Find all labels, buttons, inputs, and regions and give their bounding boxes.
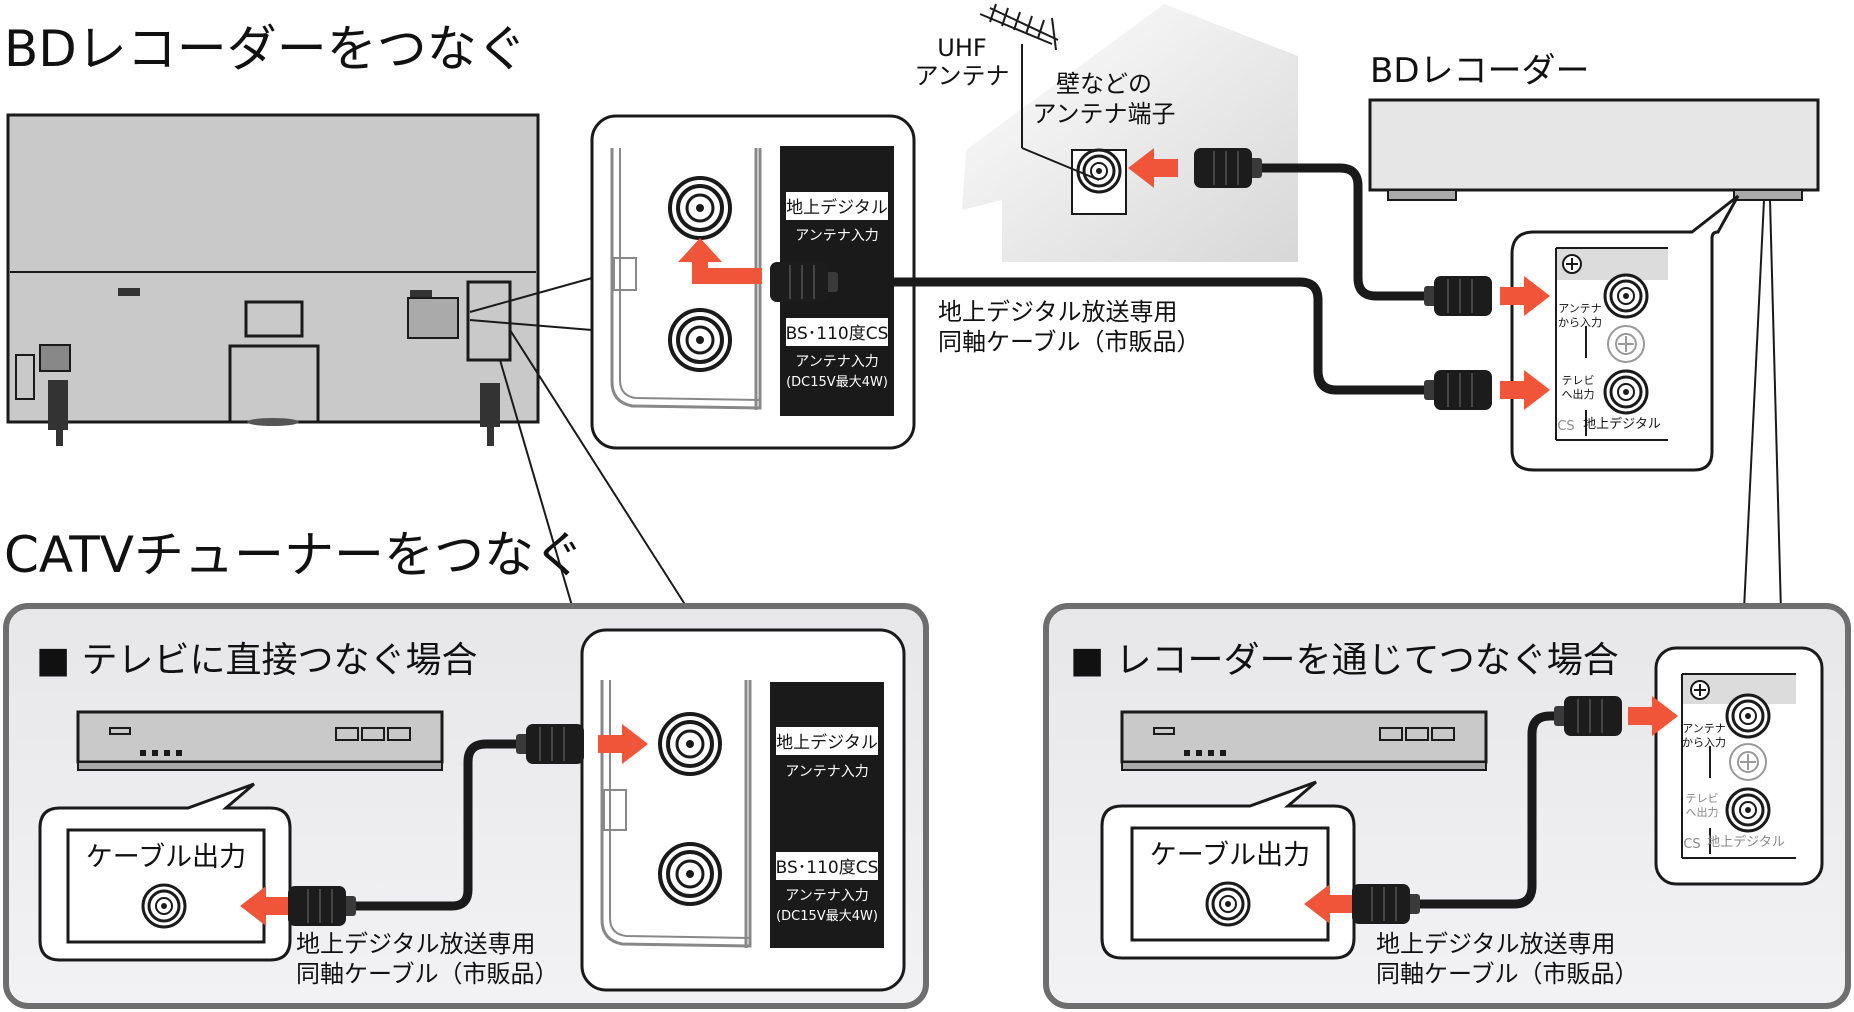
tv-terminal-terrestrial-sub: アンテナ入力: [795, 228, 878, 244]
uhf-label-line1: UHF: [937, 34, 986, 62]
recorder-terminal-zoom-top: アンテナ から入力 テレビ へ出力 CS 地上デジタル: [1510, 194, 1740, 472]
recorder-tv-out-2: へ出力: [1562, 387, 1595, 401]
recorder-terrestrial-label: 地上デジタル: [1583, 416, 1661, 432]
cable-label-left-1: 地上デジタル放送専用: [296, 930, 536, 958]
bd-recorder-label: BDレコーダー: [1370, 51, 1590, 91]
recorder-cs-label: CS: [1557, 419, 1574, 434]
house-wall: [962, 4, 1298, 262]
callout-lines-right: [1741, 199, 1783, 651]
coax-cables-top: [833, 163, 1431, 395]
coax-cable-right: [1411, 711, 1565, 909]
coax-cable-left: [347, 739, 527, 911]
recorder-b-antenna-in-1: アンテナ: [1682, 722, 1726, 735]
uhf-antenna-icon: [979, 3, 1100, 181]
tv-terminal-b-bs-sub2: (DC15V最大4W): [776, 909, 878, 924]
catv-direct-heading: ■ テレビに直接つなぐ場合: [36, 640, 477, 681]
wall-label-line2: アンテナ端子: [1032, 100, 1175, 128]
cable-out-label-left: ケーブル出力: [86, 842, 246, 873]
tv-terminal-b-terrestrial-sub: アンテナ入力: [785, 764, 868, 780]
recorder-b-antenna-in-2: から入力: [1682, 736, 1726, 749]
recorder-tv-out-1: テレビ: [1562, 374, 1595, 387]
uhf-label-line2: アンテナ: [914, 62, 1009, 90]
tv-terminal-zoom-bottom: 地上デジタル アンテナ入力 BS･110度CS アンテナ入力 (DC15V最大4…: [580, 628, 906, 992]
catv-tuner-right: [1120, 710, 1488, 771]
cable-label-top-1: 地上デジタル放送専用: [938, 298, 1178, 326]
tv-back: [6, 113, 540, 446]
cable-out-label-right: ケーブル出力: [1150, 840, 1310, 871]
catv-via-heading: ■ レコーダーを通じてつなぐ場合: [1070, 640, 1619, 681]
title-catv: CATVチューナーをつなぐ: [4, 526, 584, 584]
recorder-b-cs-label: CS: [1683, 837, 1700, 852]
wall-label-line1: 壁などの: [1056, 70, 1152, 98]
recorder-terminal-zoom-bottom: アンテナ から入力 テレビ へ出力 CS 地上デジタル: [1654, 646, 1824, 886]
tv-terminal-bs-sub2: (DC15V最大4W): [786, 375, 888, 390]
recorder-b-terrestrial-label: 地上デジタル: [1707, 834, 1785, 850]
catv-via-recorder-panel: ■ レコーダーを通じてつなぐ場合 ケーブル出力: [1043, 603, 1851, 1009]
catv-tuner-left: [76, 710, 444, 771]
recorder-b-tv-out-1: テレビ: [1686, 792, 1719, 805]
cable-label-right-2: 同軸ケーブル（市販品）: [1376, 960, 1639, 988]
title-bd: BDレコーダーをつなぐ: [4, 20, 527, 78]
tv-terminal-b-bs-sub: アンテナ入力: [785, 888, 868, 904]
tv-terminal-b-terrestrial-label: 地上デジタル: [776, 732, 878, 753]
cable-label-right-1: 地上デジタル放送専用: [1376, 930, 1616, 958]
tv-terminal-b-bs-label: BS･110度CS: [776, 858, 879, 878]
bd-recorder: [1368, 98, 1820, 201]
catv-direct-panel: ■ テレビに直接つなぐ場合 ケーブル出力: [3, 603, 929, 1009]
callout-lines: [469, 277, 701, 641]
recorder-b-tv-out-2: へ出力: [1686, 805, 1719, 819]
tv-terminal-terrestrial-label: 地上デジタル: [786, 197, 888, 218]
cable-label-top-2: 同軸ケーブル（市販品）: [938, 328, 1201, 356]
recorder-antenna-in-2: から入力: [1558, 316, 1602, 329]
tv-terminal-bs-label: BS･110度CS: [786, 324, 889, 344]
recorder-antenna-in-1: アンテナ: [1558, 302, 1602, 315]
cable-label-left-2: 同軸ケーブル（市販品）: [296, 960, 559, 988]
tv-terminal-bs-sub: アンテナ入力: [795, 354, 878, 370]
